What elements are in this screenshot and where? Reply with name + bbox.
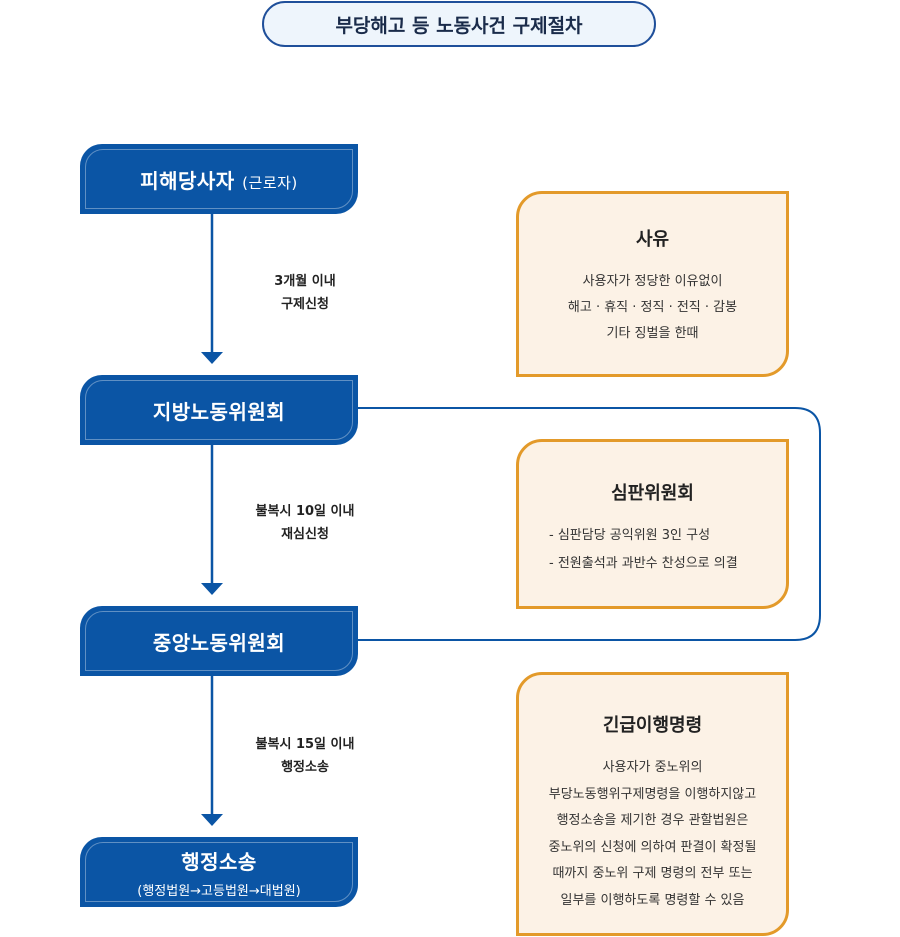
card-reason: 사유 사용자가 정당한 이유없이 해고 · 휴직 · 정직 · 전직 · 감봉 … (516, 191, 789, 377)
stage-local-committee: 지방노동위원회 (80, 375, 358, 445)
card-urgent-title: 긴급이행명령 (602, 715, 703, 736)
page-title: 부당해고 등 노동사건 구제절차 (262, 1, 656, 47)
card-reason-lines: 사용자가 정당한 이유없이 해고 · 휴직 · 정직 · 전직 · 감봉 기타 … (567, 274, 738, 341)
arrowhead-1 (201, 352, 223, 364)
arrowhead-2 (201, 583, 223, 595)
card-committee: 심판위원회 - 심판담당 공익위원 3인 구성 - 전원출석과 과반수 찬성으로… (516, 439, 789, 609)
committee-bracket-line (357, 407, 821, 641)
step-1-text: 3개월 이내 구제신청 (274, 274, 336, 312)
stage-victim: 피해당사자 (근로자) (80, 144, 358, 214)
stage-victim-sub: (근로자) (242, 173, 298, 192)
card-committee-lines: - 심판담당 공익위원 3인 구성 - 전원출석과 과반수 찬성으로 의결 (549, 528, 738, 571)
stage-local-label: 지방노동위원회 (152, 399, 286, 424)
stage-victim-label: 피해당사자 (140, 168, 235, 193)
stage-admin-label: 행정소송 (181, 849, 257, 874)
card-committee-title: 심판위원회 (611, 483, 694, 504)
stage-admin-litigation: 행정소송 (행정법원→고등법원→대법원) (80, 837, 358, 907)
card-reason-title: 사유 (635, 229, 670, 250)
stage-central-label: 중앙노동위원회 (152, 630, 286, 655)
step-3-text: 불복시 15일 이내 행정소송 (255, 737, 355, 775)
card-urgent-lines: 사용자가 중노위의 부당노동행위구제명령을 이행하지않고 행정소송을 제기한 경… (548, 760, 757, 908)
arrowhead-3 (201, 814, 223, 826)
card-urgent-order: 긴급이행명령 사용자가 중노위의 부당노동행위구제명령을 이행하지않고 행정소송… (516, 672, 789, 936)
stage-admin-sub: (행정법원→고등법원→대법원) (137, 883, 301, 899)
stage-central-committee: 중앙노동위원회 (80, 606, 358, 676)
step-2-text: 불복시 10일 이내 재심신청 (255, 504, 355, 542)
